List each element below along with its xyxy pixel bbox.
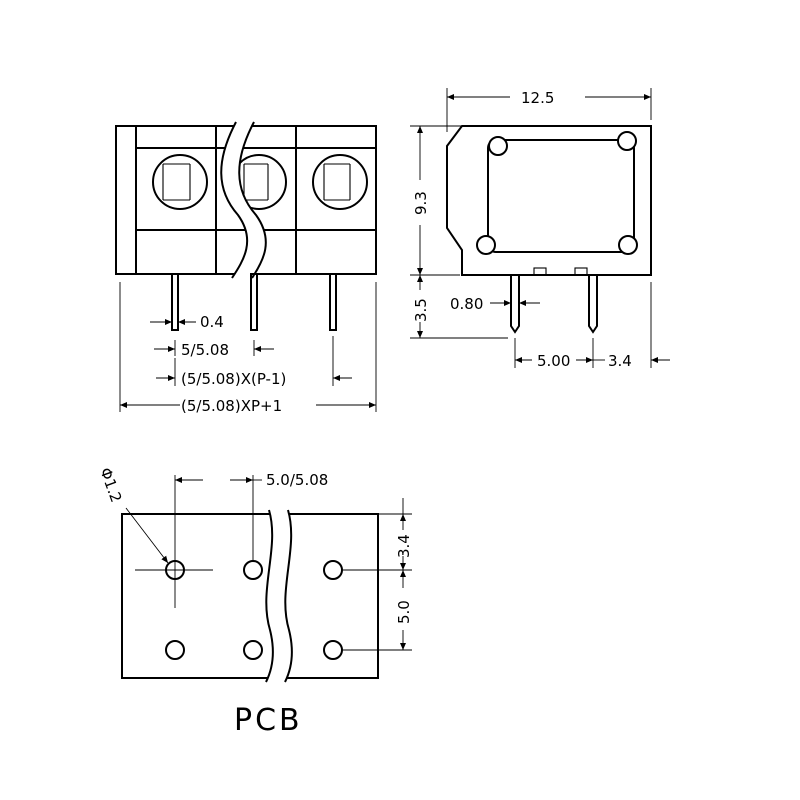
wire-entry-3 — [312, 154, 368, 210]
offset-label: 3.4 — [608, 352, 632, 370]
side-pin-1 — [510, 275, 520, 334]
break-line-left — [220, 121, 249, 279]
wire-entry-1 — [152, 154, 208, 210]
front-pin-3 — [329, 273, 337, 331]
side-screw-tl — [488, 136, 508, 156]
pin-spacing-label: 5.00 — [537, 352, 570, 370]
hole-dia-label: Φ1.2 — [96, 465, 125, 505]
pcb-hole-2 — [243, 560, 263, 580]
pcb-break-right — [284, 509, 293, 683]
break-line-right — [238, 121, 267, 279]
pcb-pitch-label: 5.0/5.08 — [266, 471, 328, 489]
side-view: 12.5 9.3 3.5 0.80 5.00 3.4 — [410, 88, 670, 370]
side-screw-bl — [476, 235, 496, 255]
row-offset-label: 3.4 — [395, 534, 413, 558]
pcb-view: Φ1.2 5.0/5.08 3.4 5.0 PCB — [96, 465, 413, 738]
pcb-label: PCB — [234, 703, 303, 738]
pcb-hole-3 — [323, 560, 343, 580]
pcb-outline — [121, 513, 379, 679]
side-body — [446, 125, 652, 276]
pin-diameter-label: 0.4 — [200, 313, 224, 331]
width-label: 12.5 — [521, 89, 554, 107]
end-flange — [115, 125, 137, 275]
pin-length-label: 3.5 — [412, 298, 430, 322]
pcb-break-left — [265, 509, 274, 683]
front-pin-2 — [250, 273, 258, 331]
pitch-label: 5/5.08 — [181, 341, 229, 359]
side-screw-tr — [617, 131, 637, 151]
side-pin-2 — [588, 275, 598, 334]
front-pin-1 — [171, 273, 179, 331]
side-inner-panel — [487, 139, 635, 253]
span-label: (5/5.08)X(P-1) — [181, 370, 286, 388]
pin-width-label: 0.80 — [450, 295, 483, 313]
height-label: 9.3 — [412, 191, 430, 215]
row-spacing-label: 5.0 — [395, 600, 413, 624]
front-view: 0.4 5/5.08 (5/5.08)X(P-1) (5/5.08)XP+1 — [115, 121, 377, 415]
pcb-hole-4 — [165, 640, 185, 660]
pcb-hole-6 — [323, 640, 343, 660]
side-screw-br — [618, 235, 638, 255]
pcb-hole-5 — [243, 640, 263, 660]
total-length-label: (5/5.08)XP+1 — [181, 397, 282, 415]
